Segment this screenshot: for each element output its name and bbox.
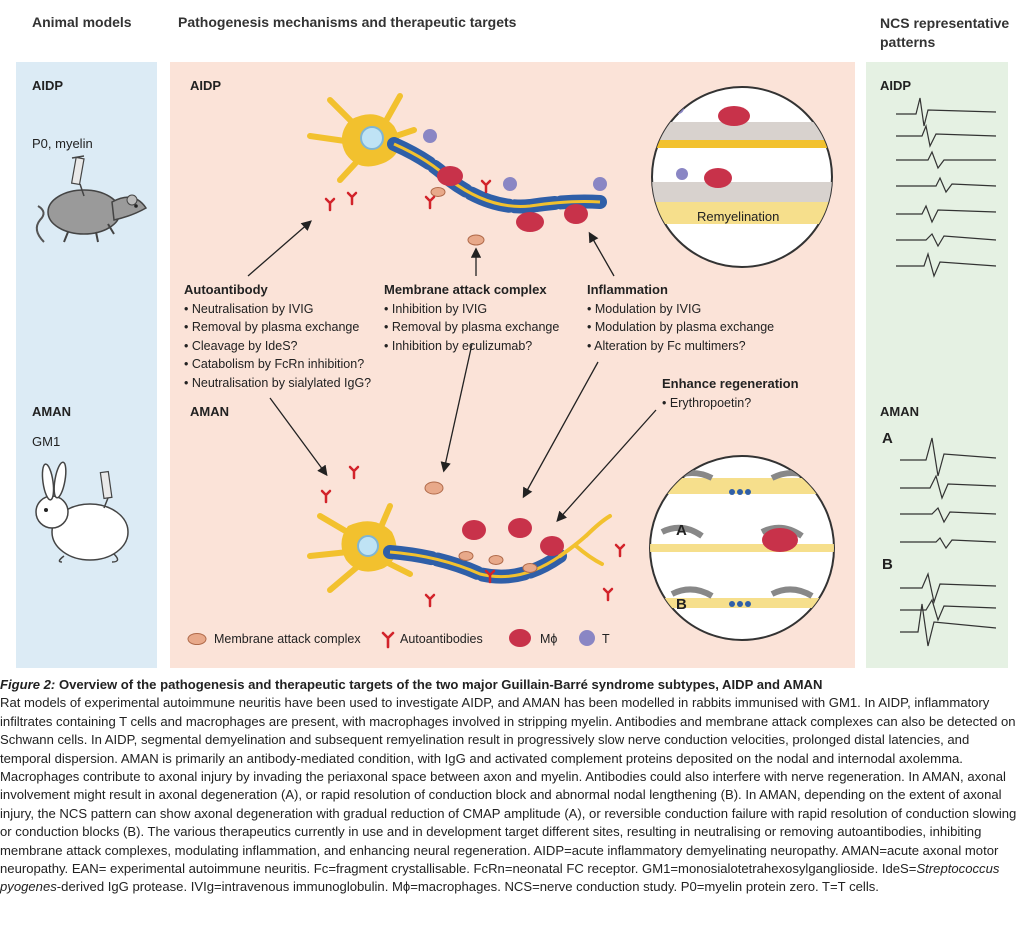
legend-mac-label: Membrane attack complex xyxy=(214,632,361,646)
caption-body: Rat models of experimental autoimmune ne… xyxy=(0,694,1020,896)
caption-figure-label: Figure 2: xyxy=(0,677,56,692)
legend-antibody-label: Autoantibodies xyxy=(400,632,483,646)
right-a-label: A xyxy=(882,430,893,447)
autoantibody-item: Neutralisation by sialylated IgG? xyxy=(184,374,371,393)
rabbit-illustration xyxy=(35,461,129,563)
arrows-layer xyxy=(247,220,657,522)
header-pathogenesis: Pathogenesis mechanisms and therapeutic … xyxy=(178,14,517,30)
left-aidp-label: AIDP xyxy=(32,78,64,93)
header-ncs: NCS representative patterns xyxy=(880,14,1009,52)
legend-tcell-label: T xyxy=(602,632,610,646)
animal-models-panel xyxy=(16,62,157,668)
caption-body-1: Rat models of experimental autoimmune ne… xyxy=(0,695,1017,877)
header-ncs-line1: NCS representative xyxy=(880,15,1010,31)
caption-body-2: -derived IgG protease. IVIg=intravenous … xyxy=(56,879,879,895)
aidp-ncs-traces xyxy=(896,97,997,278)
header-ncs-line2: patterns xyxy=(880,34,936,50)
autoantibody-item: Neutralisation by IVIG xyxy=(184,300,371,319)
aidp-remyelination-inset xyxy=(651,86,833,268)
ncs-panel xyxy=(866,62,1008,668)
left-aman-label: AMAN xyxy=(32,404,71,419)
caption-title-line: Figure 2: Overview of the pathogenesis a… xyxy=(0,676,1020,694)
legend-mac-icon xyxy=(187,633,207,645)
autoantibody-block: Autoantibody Neutralisation by IVIG Remo… xyxy=(184,281,371,392)
aman-ncs-traces xyxy=(900,437,997,647)
rat-illustration xyxy=(35,155,148,243)
remyelination-label: Remyelination xyxy=(697,209,780,224)
legend-tcell-icon xyxy=(579,630,595,646)
autoantibody-item: Removal by plasma exchange xyxy=(184,318,371,337)
regeneration-item: Erythropoetin? xyxy=(662,394,799,413)
legend-antibody-icon xyxy=(381,631,395,649)
mac-item: Inhibition by IVIG xyxy=(384,300,559,319)
caption-species: Streptococcus pyogenes xyxy=(0,861,1000,895)
mac-title: Membrane attack complex xyxy=(384,282,547,297)
autoantibody-item: Catabolism by FcRn inhibition? xyxy=(184,355,371,374)
legend-macrophage-label: Mϕ xyxy=(540,632,558,646)
inflammation-item: Alteration by Fc multimers? xyxy=(587,337,774,356)
caption-title: Overview of the pathogenesis and therape… xyxy=(58,677,823,692)
header-animal-models: Animal models xyxy=(32,14,132,30)
regeneration-block: Enhance regeneration Erythropoetin? xyxy=(662,375,799,412)
right-aidp-label: AIDP xyxy=(880,78,912,93)
inset-a-label: A xyxy=(676,522,687,539)
right-aman-label: AMAN xyxy=(880,404,919,419)
mac-block: Membrane attack complex Inhibition by IV… xyxy=(384,281,559,355)
aman-inset xyxy=(649,455,835,641)
mid-aman-label: AMAN xyxy=(190,404,229,419)
left-aman-antigen: GM1 xyxy=(32,434,61,449)
mac-item: Removal by plasma exchange xyxy=(384,318,559,337)
mid-aidp-label: AIDP xyxy=(190,78,222,93)
figure-caption: Figure 2: Overview of the pathogenesis a… xyxy=(0,676,1020,897)
inset-b-label: B xyxy=(676,596,687,613)
regeneration-title: Enhance regeneration xyxy=(662,376,799,391)
aidp-neuron-diagram xyxy=(307,93,607,246)
autoantibody-item: Cleavage by IdeS? xyxy=(184,337,371,356)
inflammation-item: Modulation by IVIG xyxy=(587,300,774,319)
inflammation-title: Inflammation xyxy=(587,282,668,297)
aman-neuron-diagram xyxy=(307,465,626,608)
autoantibody-title: Autoantibody xyxy=(184,282,268,297)
legend-macrophage-icon xyxy=(509,629,531,647)
left-aidp-antigen: P0, myelin xyxy=(32,136,93,151)
inflammation-block: Inflammation Modulation by IVIG Modulati… xyxy=(587,281,774,355)
mac-item: Inhibition by eculizumab? xyxy=(384,337,559,356)
right-b-label: B xyxy=(882,556,893,573)
inflammation-item: Modulation by plasma exchange xyxy=(587,318,774,337)
